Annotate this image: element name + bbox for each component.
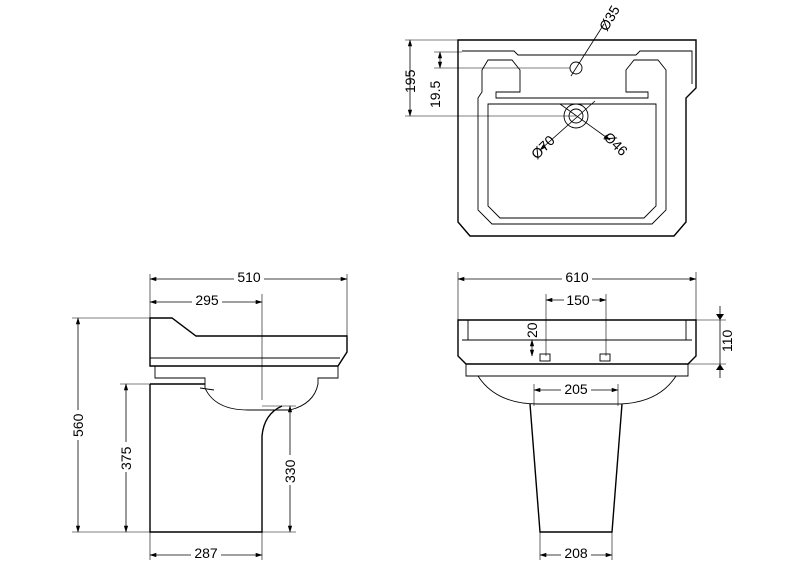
- label-560: 560: [70, 413, 86, 437]
- label-195: 195: [402, 69, 418, 93]
- side-pedestal: [149, 383, 283, 533]
- label-bg-295: [192, 292, 222, 308]
- label-375: 375: [118, 446, 134, 470]
- label-bg-375: [118, 442, 134, 472]
- label-bg-610: [562, 269, 592, 285]
- label-295: 295: [195, 292, 219, 308]
- front-view: 610 150 20 110 205 208: [457, 269, 735, 561]
- label-bg-510: [234, 269, 264, 285]
- plan-outer-outline: [457, 39, 697, 237]
- leader-dia46: [559, 103, 611, 141]
- label-bg-205: [561, 381, 591, 397]
- overflow-slot-right: [599, 353, 611, 362]
- side-basin-underside: [154, 366, 339, 411]
- label-bg-330: [282, 455, 298, 485]
- label-dia70: Ø70: [528, 132, 558, 162]
- label-bg-560: [70, 410, 86, 440]
- leader-dia70: [539, 100, 596, 151]
- label-205: 205: [564, 381, 588, 397]
- label-208: 208: [564, 545, 588, 561]
- side-basin-outline: [149, 317, 348, 367]
- front-basin-outline: [457, 319, 697, 365]
- side-waste-outlet: [199, 387, 215, 391]
- plan-back-ledge: [462, 50, 693, 84]
- label-330: 330: [282, 459, 298, 483]
- plan-bowl-outer: [477, 59, 667, 225]
- plan-bowl-inner: [487, 103, 657, 219]
- label-20: 20: [524, 322, 540, 338]
- overflow-slot-left: [539, 353, 551, 362]
- label-dia35: Ø35: [596, 2, 623, 33]
- label-dia46: Ø46: [601, 129, 631, 159]
- label-19-5: 19.5: [427, 81, 443, 108]
- front-lower-band: [465, 364, 689, 377]
- label-bg-287: [191, 545, 221, 561]
- leader-dia35: [570, 23, 605, 77]
- label-287: 287: [194, 545, 218, 561]
- front-pedestal: [529, 403, 623, 533]
- label-150: 150: [566, 292, 590, 308]
- side-view: 510 295 560 375 330 287: [70, 269, 348, 561]
- label-110: 110: [719, 329, 735, 352]
- label-bg-150: [564, 292, 592, 308]
- label-bg-208: [561, 545, 591, 561]
- label-610: 610: [565, 269, 589, 285]
- plan-view: Ø35 195 19.5 Ø70 Ø46: [402, 2, 697, 237]
- front-bowl-underside: [477, 375, 677, 405]
- label-510: 510: [237, 269, 261, 285]
